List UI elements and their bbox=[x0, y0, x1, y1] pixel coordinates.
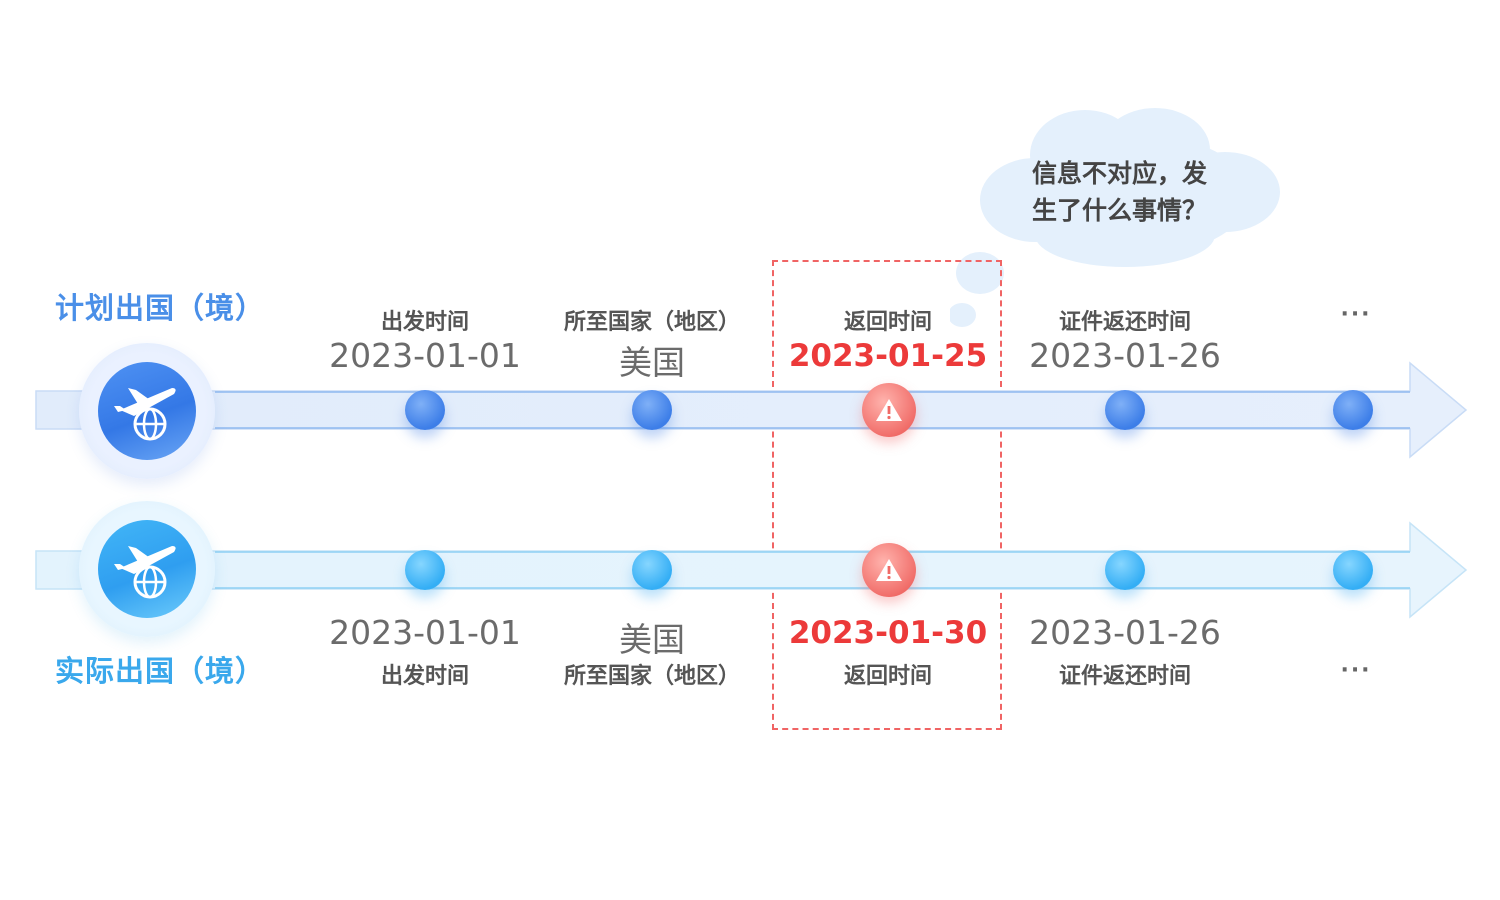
actual-label-departure: 出发时间 bbox=[380, 664, 470, 689]
plan-value-doc-return: 2023-01-26 bbox=[1029, 336, 1221, 375]
plane-globe-icon bbox=[98, 362, 196, 460]
plan-label-return: 返回时间 bbox=[843, 310, 933, 335]
actual-label-destination: 所至国家（地区） bbox=[563, 664, 741, 689]
plan-more-ellipsis: ··· bbox=[1340, 302, 1372, 327]
actual-value-departure: 2023-01-01 bbox=[329, 613, 521, 652]
actual-node-departure bbox=[405, 550, 445, 590]
actual-node-doc-return bbox=[1105, 550, 1145, 590]
plan-label-doc-return: 证件返还时间 bbox=[1058, 310, 1192, 335]
callout-line-1: 信息不对应，发 bbox=[1032, 159, 1208, 188]
actual-value-doc-return: 2023-01-26 bbox=[1029, 613, 1221, 652]
actual-warning-icon bbox=[862, 543, 916, 597]
cloud-bubbles bbox=[950, 252, 1004, 327]
plan-node-doc-return bbox=[1105, 390, 1145, 430]
actual-row-title: 实际出国（境） bbox=[55, 654, 266, 688]
plan-node-departure bbox=[405, 390, 445, 430]
actual-more-ellipsis: ··· bbox=[1340, 658, 1372, 683]
actual-node-more bbox=[1333, 550, 1373, 590]
actual-label-return: 返回时间 bbox=[843, 664, 933, 689]
plane-globe-icon bbox=[98, 520, 196, 618]
callout-line-2: 生了什么事情？ bbox=[1032, 196, 1208, 225]
actual-plane-badge bbox=[79, 501, 215, 637]
plan-label-destination: 所至国家（地区） bbox=[563, 310, 741, 335]
actual-label-doc-return: 证件返还时间 bbox=[1058, 664, 1192, 689]
plan-node-more bbox=[1333, 390, 1373, 430]
mismatch-highlight-box bbox=[772, 260, 1002, 730]
plan-warning-icon bbox=[862, 383, 916, 437]
plan-label-departure: 出发时间 bbox=[380, 310, 470, 335]
thought-cloud bbox=[980, 108, 1280, 267]
plan-timeline-arrow bbox=[35, 361, 1468, 459]
plan-value-return: 2023-01-25 bbox=[788, 338, 988, 374]
plan-node-destination bbox=[632, 390, 672, 430]
plan-row-title: 计划出国（境） bbox=[55, 291, 266, 325]
plan-plane-badge bbox=[79, 343, 215, 479]
actual-node-destination bbox=[632, 550, 672, 590]
plan-value-destination: 美国 bbox=[619, 343, 685, 382]
plan-value-departure: 2023-01-01 bbox=[329, 336, 521, 375]
actual-timeline-arrow bbox=[35, 521, 1468, 619]
actual-value-return: 2023-01-30 bbox=[788, 615, 988, 651]
actual-value-destination: 美国 bbox=[619, 620, 685, 659]
callout-text: 信息不对应，发 生了什么事情？ bbox=[1032, 155, 1242, 229]
